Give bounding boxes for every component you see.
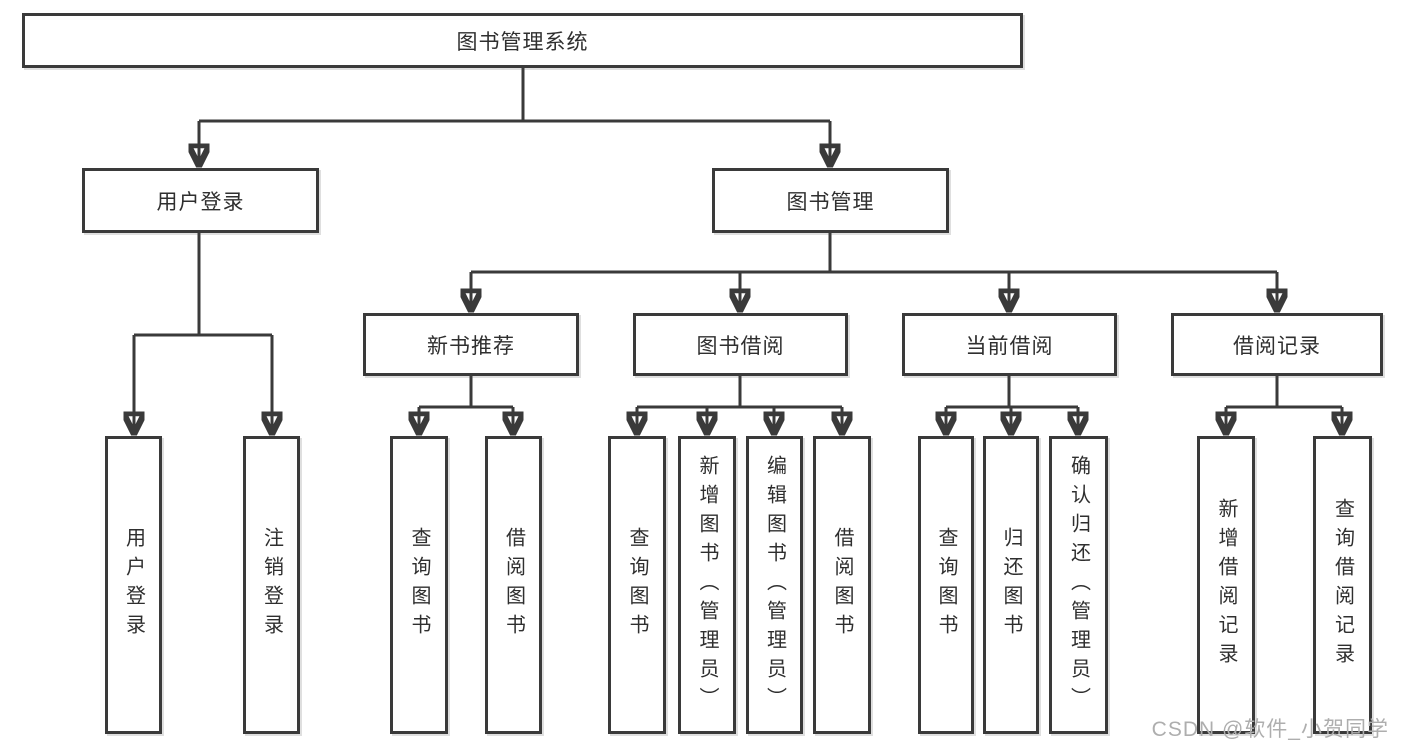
node-new-book-recommend: 新书推荐 — [363, 313, 579, 376]
node-book-management: 图书管理 — [712, 168, 949, 233]
node-label: 当前借阅 — [965, 334, 1054, 358]
node-user-login: 用户登录 — [82, 168, 319, 233]
node-label: 新增借阅记录 — [1215, 498, 1237, 672]
node-label: 借阅记录 — [1233, 334, 1321, 358]
node-label: 借阅图书 — [831, 527, 853, 643]
node-leaf-confirm-return-admin: 确认归还（管理员） — [1049, 436, 1108, 734]
node-label: 图书管理系统 — [456, 30, 589, 54]
node-label: 新书推荐 — [427, 334, 515, 358]
node-label: 编辑图书（管理员） — [763, 454, 786, 716]
node-label: 查询图书 — [408, 527, 430, 643]
node-label: 归还图书 — [1000, 527, 1022, 643]
node-leaf-borrow-books: 借阅图书 — [813, 436, 871, 734]
node-label: 查询图书 — [935, 527, 957, 643]
node-leaf-query-books-recommend: 查询图书 — [390, 436, 448, 734]
node-leaf-edit-book-admin: 编辑图书（管理员） — [746, 436, 803, 734]
node-leaf-add-book-admin: 新增图书（管理员） — [678, 436, 736, 734]
node-label: 确认归还（管理员） — [1067, 454, 1090, 716]
node-label: 图书借阅 — [696, 334, 785, 358]
node-label: 查询图书 — [626, 527, 648, 643]
node-label: 用户登录 — [122, 527, 145, 643]
node-library-system: 图书管理系统 — [22, 13, 1023, 68]
node-leaf-query-borrow-record: 查询借阅记录 — [1313, 436, 1372, 734]
node-label: 新增图书（管理员） — [696, 454, 718, 716]
node-leaf-logout: 注销登录 — [243, 436, 300, 734]
node-leaf-user-login: 用户登录 — [105, 436, 162, 734]
node-leaf-borrow-books-recommend: 借阅图书 — [485, 436, 542, 734]
node-label: 注销登录 — [260, 527, 283, 643]
csdn-watermark: CSDN @软件_小贺同学 — [1151, 718, 1389, 741]
node-leaf-query-books-current: 查询图书 — [918, 436, 974, 734]
node-label: 图书管理 — [786, 190, 875, 214]
node-label: 查询借阅记录 — [1331, 498, 1354, 672]
node-leaf-return-book: 归还图书 — [983, 436, 1039, 734]
node-borrow-records: 借阅记录 — [1171, 313, 1383, 376]
node-leaf-query-books-borrow: 查询图书 — [608, 436, 666, 734]
node-label: 用户登录 — [156, 190, 245, 214]
node-book-borrow: 图书借阅 — [633, 313, 848, 376]
node-leaf-add-borrow-record: 新增借阅记录 — [1197, 436, 1255, 734]
node-current-borrow: 当前借阅 — [902, 313, 1117, 376]
node-label: 借阅图书 — [502, 527, 525, 643]
